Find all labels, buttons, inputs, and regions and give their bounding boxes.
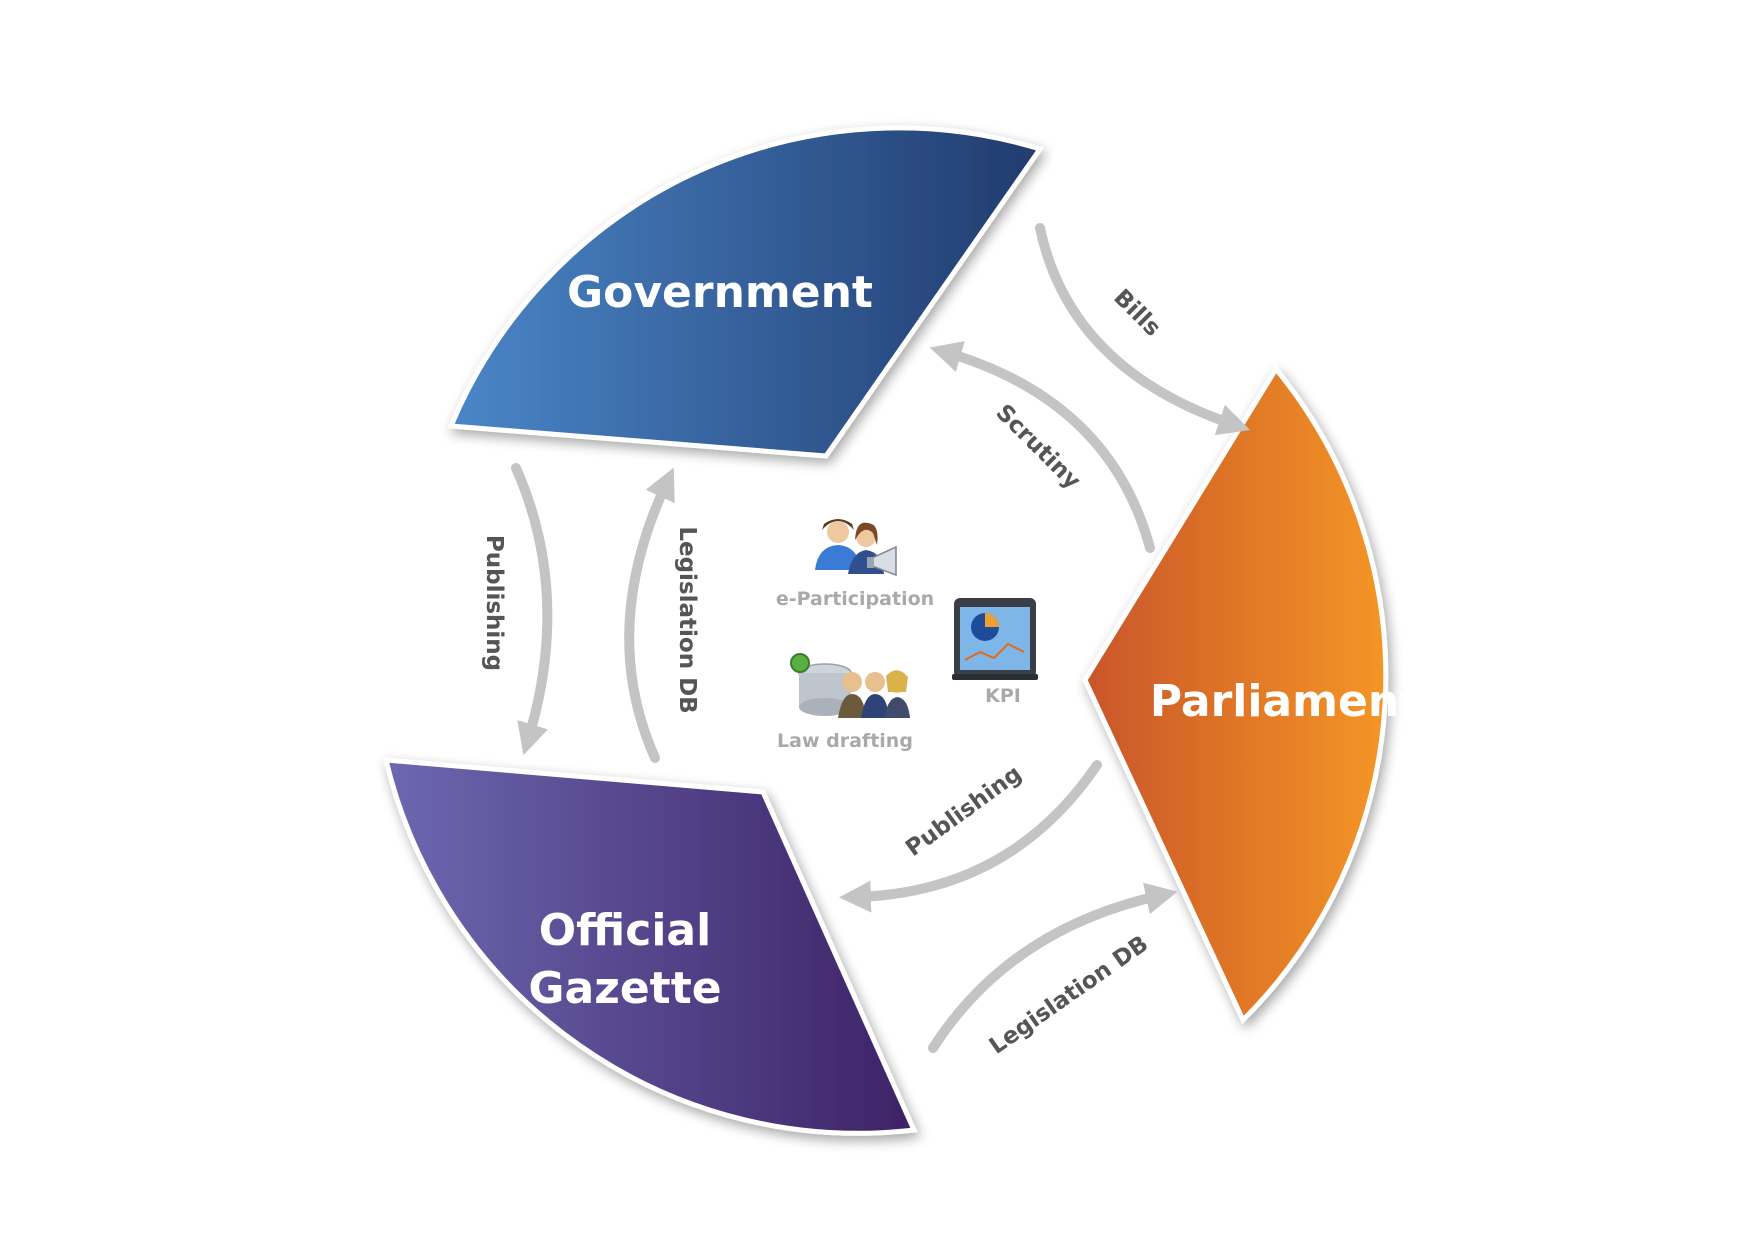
e-participation-label: e-Participation <box>776 588 934 610</box>
kpi-label: KPI <box>985 685 1021 707</box>
arrow-bills: Bills <box>1035 223 1251 436</box>
arrow-publishing-right: Publishing <box>839 760 1102 913</box>
arrow-scrutiny: Scrutiny <box>929 341 1155 553</box>
arrow-legislation-db-left: Legislation DB <box>624 467 700 763</box>
arrow-publishing-right-label: Publishing <box>901 761 1027 862</box>
gazette-label-line2: Gazette <box>528 963 721 1014</box>
gazette-segment: Official Gazette <box>382 757 918 1136</box>
arrow-publishing-left: Publishing <box>481 463 553 756</box>
government-label: Government <box>567 267 873 318</box>
pie-chart-monitor-icon <box>952 598 1038 680</box>
parliament-label: Parliament <box>1150 676 1420 727</box>
e-participation-tool: e-Participation <box>776 519 934 610</box>
law-drafting-label: Law drafting <box>777 730 913 752</box>
people-megaphone-icon <box>815 519 897 577</box>
kpi-tool: KPI <box>952 598 1038 707</box>
arrow-bills-label: Bills <box>1108 284 1165 341</box>
government-segment: Government <box>447 125 1045 459</box>
parliament-segment: Parliament <box>1082 364 1420 1025</box>
law-drafting-tool: Law drafting <box>777 653 913 752</box>
gazette-label-line1: Official <box>539 905 711 956</box>
arrow-legislation-db-bottom: Legislation DB <box>928 882 1178 1060</box>
database-people-icon <box>790 653 910 718</box>
arrow-legislation-db-bottom-label: Legislation DB <box>985 931 1153 1060</box>
arrow-publishing-left-label: Publishing <box>481 535 507 671</box>
arrow-legislation-db-left-label: Legislation DB <box>674 526 700 713</box>
